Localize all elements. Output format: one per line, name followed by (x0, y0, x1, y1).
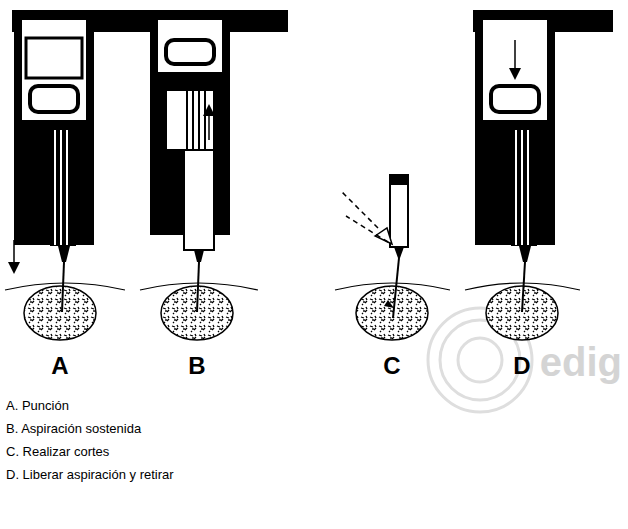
step-caption: D. Liberar aspiración y retirar (6, 467, 174, 482)
panel-letter: D (513, 352, 530, 380)
syringe-and-blade-c (342, 175, 408, 318)
watermark-text: edig (540, 340, 622, 385)
syringe-gun-a (12, 10, 152, 312)
skin-and-lesions (5, 283, 580, 340)
syringe-gun-b (148, 10, 288, 312)
panel-letter: A (51, 352, 68, 380)
panel-letter: C (383, 352, 400, 380)
step-caption: C. Realizar cortes (6, 444, 109, 459)
syringe-gun-d (473, 10, 613, 312)
panel-letter: B (188, 352, 205, 380)
step-caption: A. Punción (6, 398, 69, 413)
step-caption: B. Aspiración sostenida (6, 421, 141, 436)
